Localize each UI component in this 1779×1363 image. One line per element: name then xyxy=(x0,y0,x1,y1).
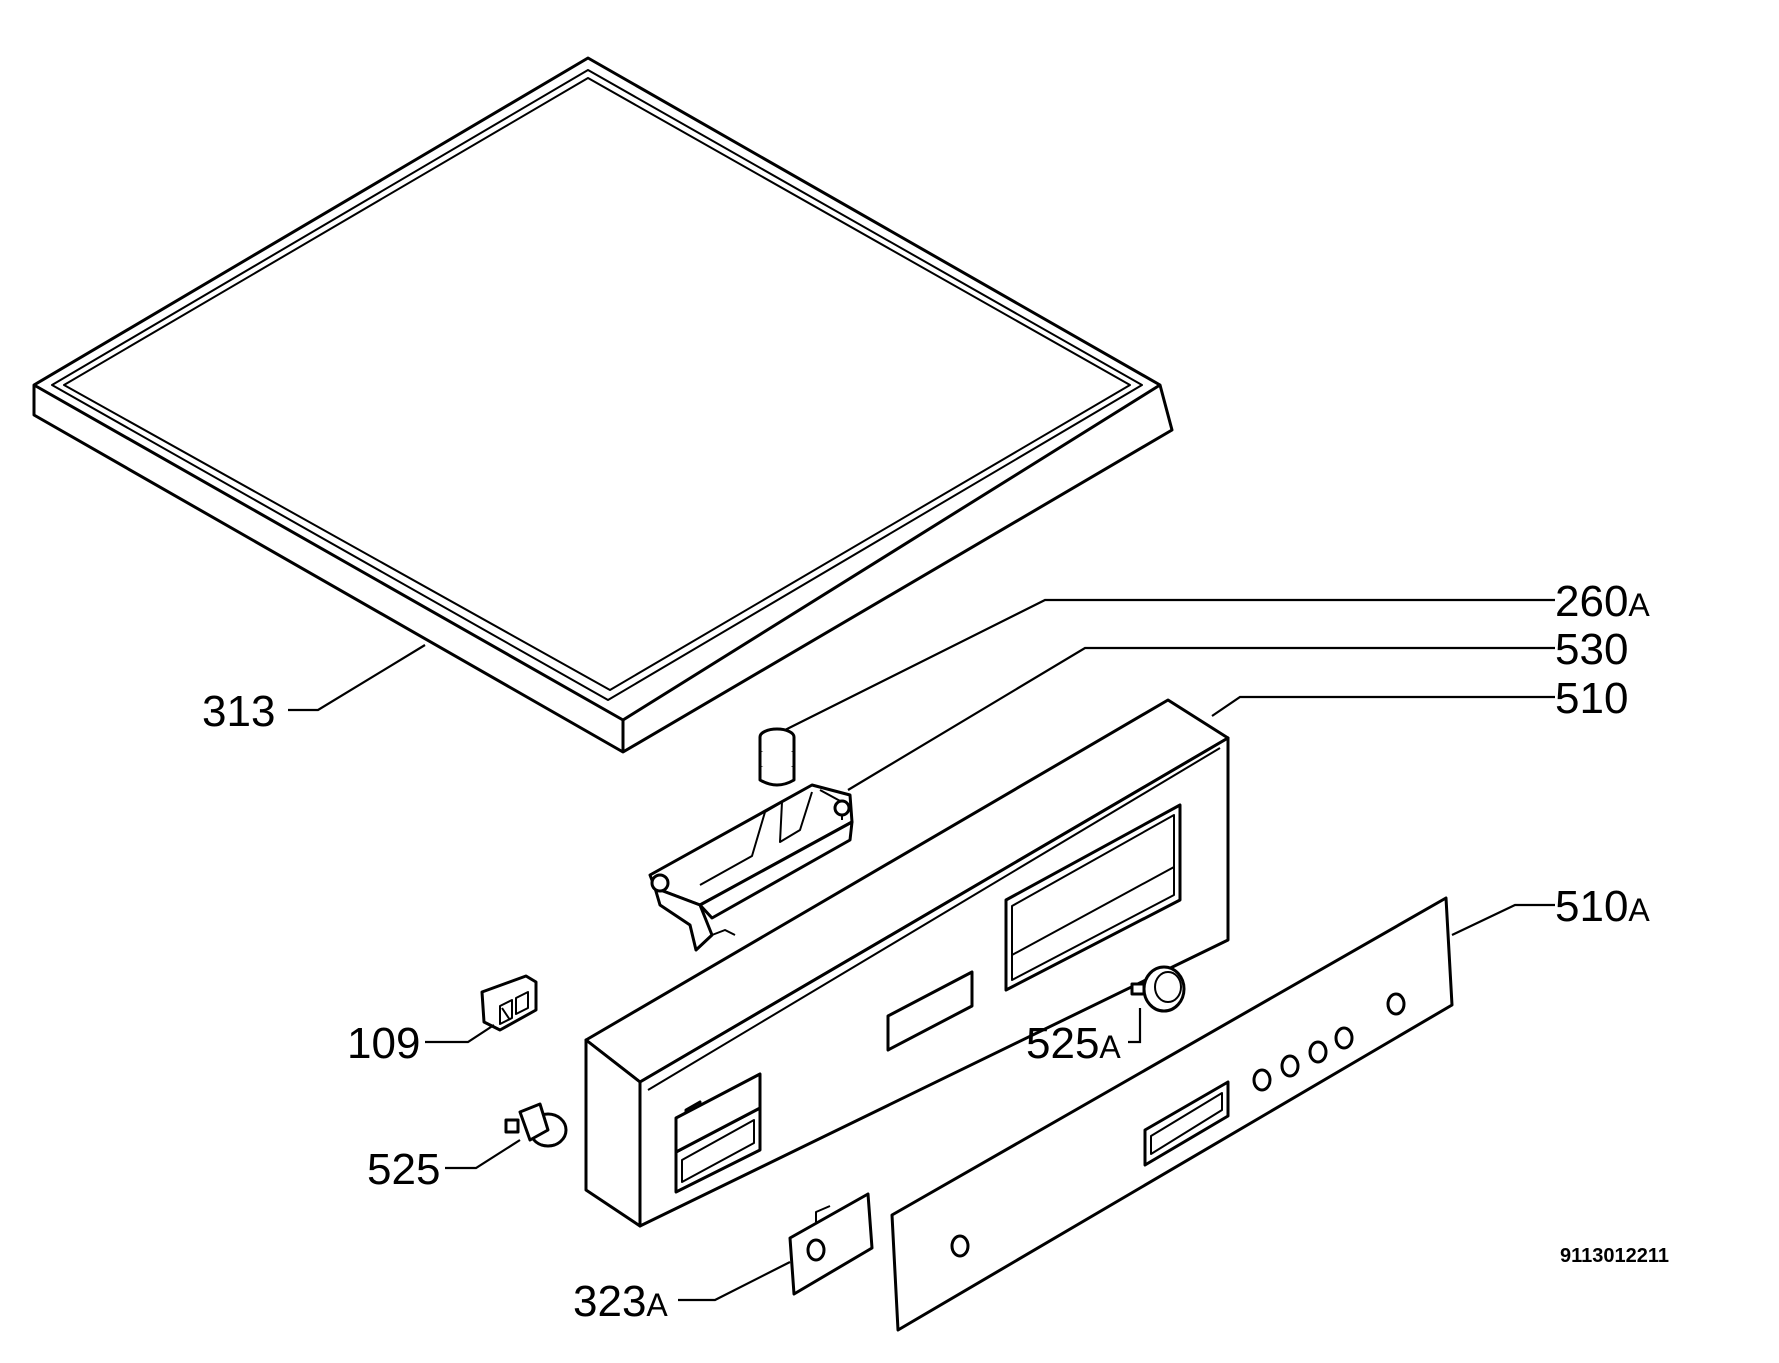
callout-260a: 260A xyxy=(1555,577,1650,626)
leader-lines xyxy=(288,598,1555,1302)
callout-525a: 525A xyxy=(1026,1019,1121,1068)
leader-510 xyxy=(1211,695,1555,717)
part-313-worktop xyxy=(32,56,1174,754)
leader-525 xyxy=(445,1139,521,1170)
callout-510: 510 xyxy=(1555,674,1628,723)
part-530-door-lock xyxy=(648,783,854,952)
callout-530: 530 xyxy=(1555,625,1628,674)
part-510a-fascia xyxy=(890,896,1454,1332)
callout-525: 525 xyxy=(367,1145,440,1194)
leader-323a xyxy=(678,1261,791,1302)
part-525a-knob xyxy=(1130,965,1186,1013)
part-525-button xyxy=(504,1102,568,1148)
callout-510a: 510A xyxy=(1555,882,1650,931)
leader-530 xyxy=(847,646,1555,791)
leader-313 xyxy=(288,644,426,712)
leader-260a xyxy=(784,598,1555,731)
part-109-clip xyxy=(480,974,538,1032)
callout-313: 313 xyxy=(202,687,275,736)
leader-510a xyxy=(1451,903,1555,936)
part-260a-grommet xyxy=(758,727,796,787)
document-code: 9113012211 xyxy=(1560,1245,1669,1267)
leader-525a xyxy=(1128,1008,1142,1044)
callout-323a: 323A xyxy=(573,1277,668,1326)
part-323a-cover-plate xyxy=(788,1192,874,1296)
callout-109: 109 xyxy=(347,1019,420,1068)
part-510-control-panel xyxy=(584,698,1230,1228)
leader-109 xyxy=(425,1024,495,1044)
callout-labels: 313 260A 530 510 510A 525A 109 525 323A xyxy=(202,577,1650,1326)
